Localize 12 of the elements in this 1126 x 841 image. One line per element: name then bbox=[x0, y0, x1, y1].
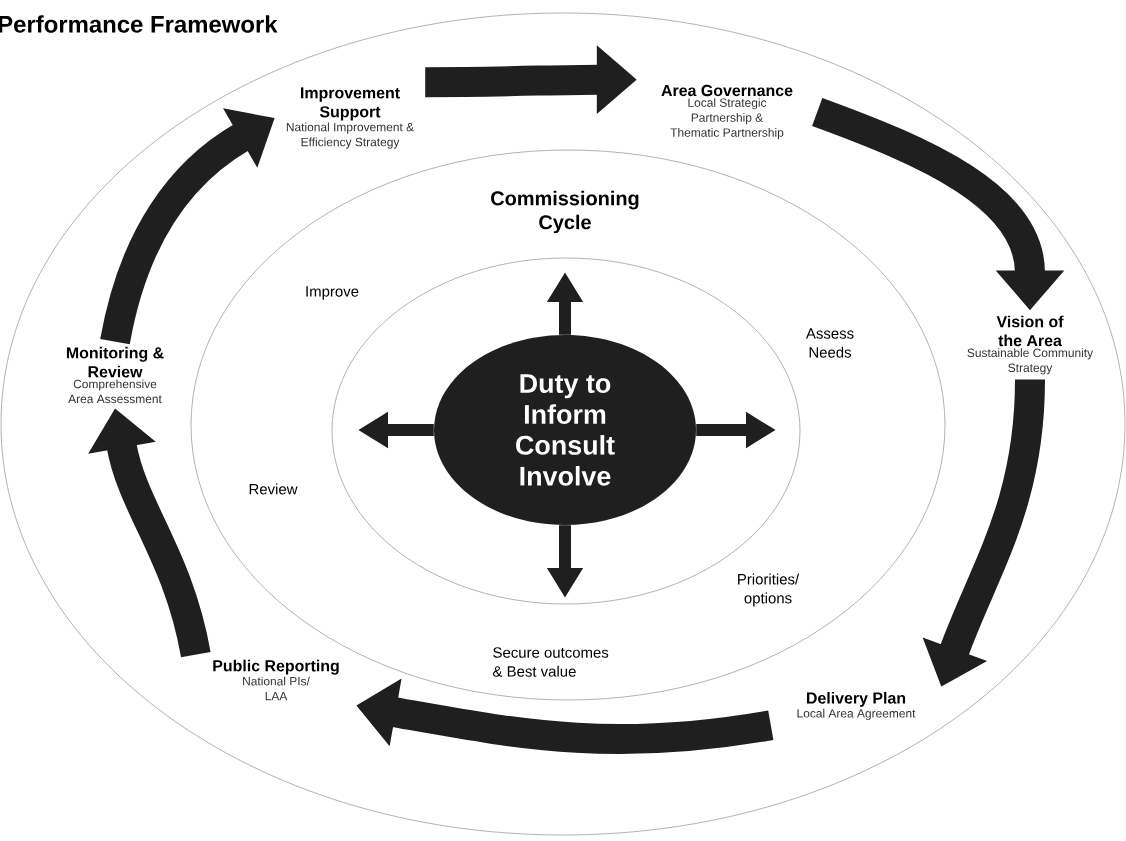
stage-label: Secure outcomes & Best value bbox=[493, 647, 609, 677]
stage-label: Assess Needs bbox=[805, 328, 854, 358]
stage-label: Review bbox=[249, 483, 298, 495]
stage-text: Improvement Support National Improvement & Efficiency Strategy bbox=[286, 87, 414, 149]
stage-text: Delivery Plan Local Area Agreement bbox=[797, 692, 916, 720]
stage-label: Priorities/ options bbox=[738, 573, 800, 607]
stage-text: Area Governance Local Strategic Partnership & Thematic Partnership bbox=[661, 84, 793, 140]
stage-text: Public Reporting National PIs/ LAA bbox=[213, 659, 339, 701]
stage-text: Vision of the Area Sustainable Community Strategy bbox=[967, 315, 1094, 375]
stage-label: Improve bbox=[306, 286, 359, 300]
stage-text: Monitoring & Review Comprehensive Area Assessment bbox=[66, 346, 164, 404]
cycle-heading: Commissioning Cycle bbox=[491, 190, 639, 234]
